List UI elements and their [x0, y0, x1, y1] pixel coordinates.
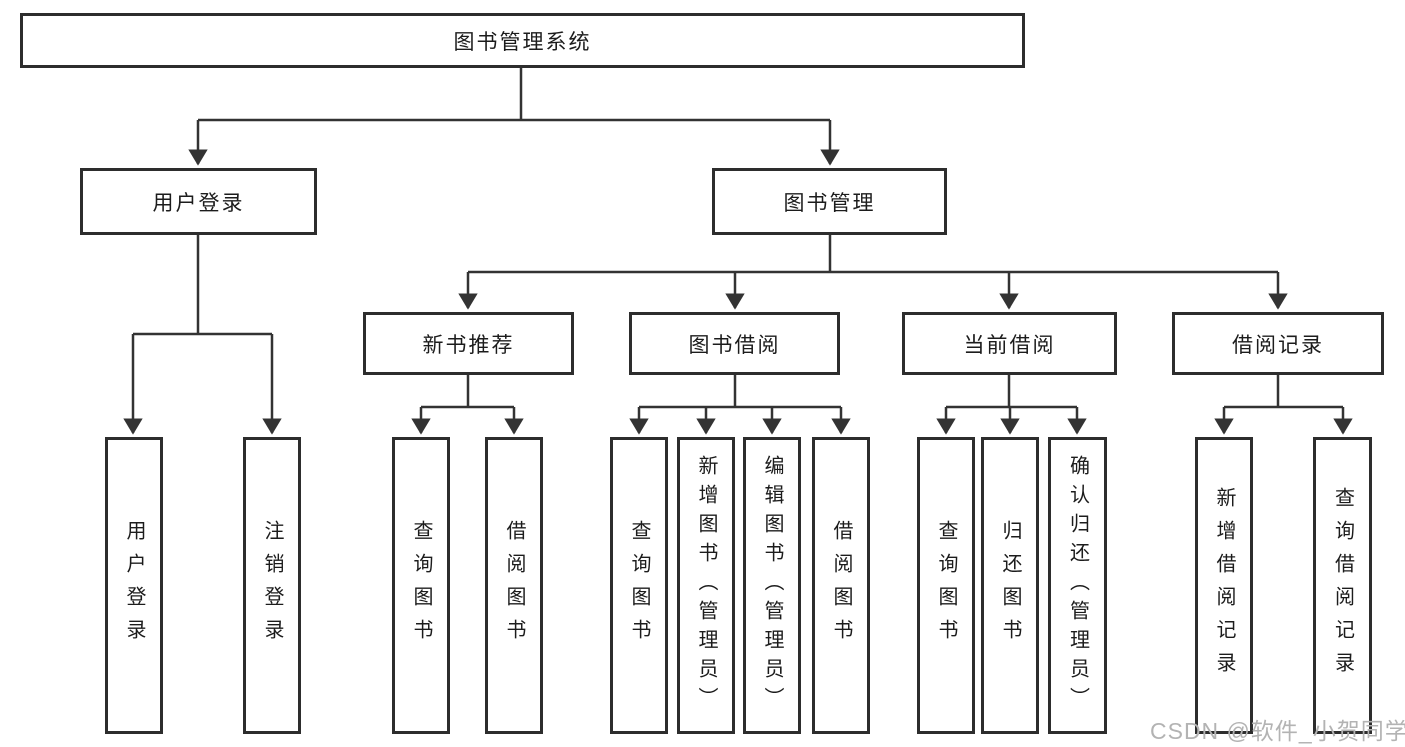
leaf-current-query-label: 查询图书 [935, 519, 957, 652]
leaf-newbooks-borrow-label: 借阅图书 [503, 519, 525, 652]
leaf-records-query: 查询借阅记录 [1313, 437, 1372, 734]
node-book-borrowing-label: 图书借阅 [688, 333, 781, 357]
leaf-current-query: 查询图书 [917, 437, 975, 734]
leaf-user-login-label: 用户登录 [123, 519, 145, 652]
node-library-system-label: 图书管理系统 [453, 30, 592, 54]
node-new-book-recommend-label: 新书推荐 [422, 333, 515, 357]
node-borrow-records: 借阅记录 [1172, 312, 1384, 375]
csdn-watermark: CSDN @软件_小贺同学 [1150, 718, 1405, 744]
node-book-management: 图书管理 [712, 168, 947, 235]
leaf-logout-label: 注销登录 [261, 519, 283, 652]
leaf-logout: 注销登录 [243, 437, 301, 734]
leaf-newbooks-query-label: 查询图书 [410, 519, 432, 652]
node-book-borrowing: 图书借阅 [629, 312, 840, 375]
node-book-management-label: 图书管理 [783, 191, 876, 215]
leaf-current-return-label: 归还图书 [999, 519, 1021, 652]
leaf-records-add-label: 新增借阅记录 [1213, 486, 1235, 685]
leaf-borrowing-edit-admin-label: 编辑图书（管理员） [761, 455, 783, 716]
leaf-user-login: 用户登录 [105, 437, 163, 734]
leaf-borrowing-add-admin: 新增图书（管理员） [677, 437, 735, 734]
leaf-newbooks-query: 查询图书 [392, 437, 450, 734]
leaf-current-confirm-admin-label: 确认归还（管理员） [1066, 455, 1089, 716]
leaf-borrowing-borrow: 借阅图书 [812, 437, 870, 734]
node-user-login-label: 用户登录 [152, 191, 245, 215]
node-new-book-recommend: 新书推荐 [363, 312, 574, 375]
leaf-borrowing-edit-admin: 编辑图书（管理员） [743, 437, 801, 734]
leaf-borrowing-borrow-label: 借阅图书 [830, 519, 852, 652]
leaf-records-query-label: 查询借阅记录 [1331, 486, 1354, 685]
leaf-borrowing-query-label: 查询图书 [628, 519, 650, 652]
node-borrow-records-label: 借阅记录 [1232, 333, 1324, 357]
leaf-current-return: 归还图书 [981, 437, 1039, 734]
leaf-borrowing-add-admin-label: 新增图书（管理员） [695, 455, 717, 716]
leaf-records-add: 新增借阅记录 [1195, 437, 1253, 734]
leaf-borrowing-query: 查询图书 [610, 437, 668, 734]
node-current-borrowing-label: 当前借阅 [963, 333, 1056, 357]
node-library-system: 图书管理系统 [20, 13, 1025, 68]
leaf-newbooks-borrow: 借阅图书 [485, 437, 543, 734]
leaf-current-confirm-admin: 确认归还（管理员） [1048, 437, 1107, 734]
node-user-login: 用户登录 [80, 168, 317, 235]
node-current-borrowing: 当前借阅 [902, 312, 1117, 375]
